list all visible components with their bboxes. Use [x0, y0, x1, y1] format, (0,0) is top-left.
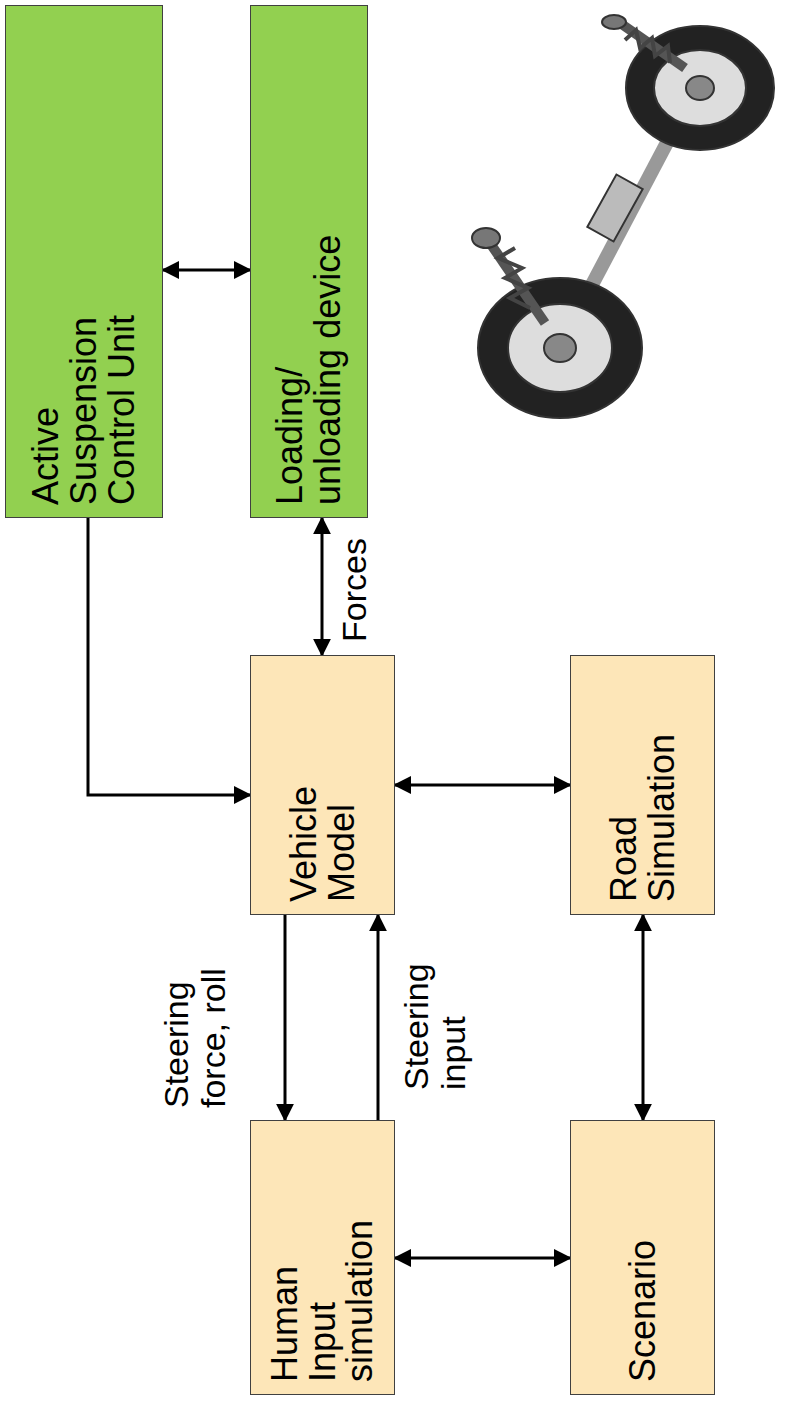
connector-arrow — [395, 784, 570, 787]
edge-label: Steering force, roll — [158, 933, 233, 1108]
edge-label: Forces — [336, 538, 373, 642]
process-box: Human Input simulation — [250, 1120, 395, 1395]
box-label: Loading/ unloading device — [271, 215, 347, 505]
connector-arrow — [377, 915, 380, 1120]
connector-arrow — [163, 269, 250, 272]
connector-arrow — [88, 518, 250, 795]
connector-arrow — [284, 915, 287, 1120]
connector-arrow — [395, 1257, 570, 1260]
box-label: Human Input simulation — [266, 1182, 379, 1382]
control-box: Active Suspension Control Unit — [5, 5, 163, 518]
box-label: Active Suspension Control Unit — [27, 275, 140, 505]
box-label: Vehicle Model — [285, 702, 361, 902]
box-label: Road Simulation — [605, 682, 681, 902]
edge-label: Steering input — [398, 915, 473, 1090]
process-box: Road Simulation — [570, 655, 715, 915]
box-label: Scenario — [624, 1240, 662, 1382]
connector-arrow — [321, 518, 324, 655]
process-box: Vehicle Model — [250, 655, 395, 915]
connector-arrow — [642, 915, 645, 1120]
control-box: Loading/ unloading device — [250, 5, 368, 518]
process-box: Scenario — [570, 1120, 715, 1395]
